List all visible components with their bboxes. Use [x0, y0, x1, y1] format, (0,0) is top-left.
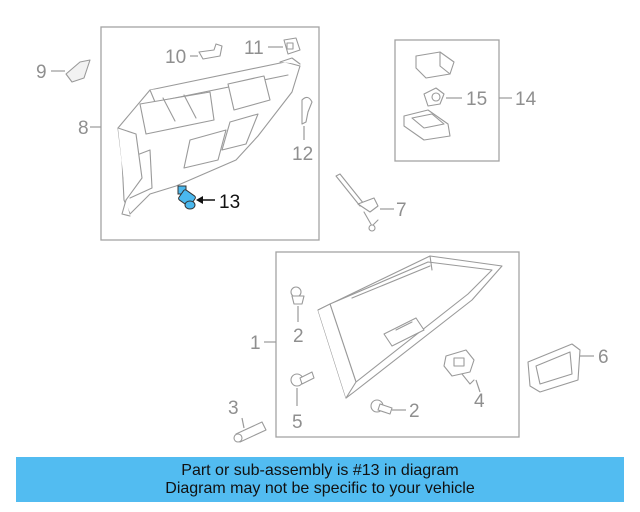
- part-6-tray: [527, 343, 594, 393]
- callout-1: 1: [250, 333, 261, 354]
- callout-8: 8: [78, 118, 89, 139]
- callout-6: 6: [598, 347, 609, 368]
- part-10-bracket: [190, 43, 223, 60]
- info-banner: Part or sub-assembly is #13 in diagram D…: [16, 457, 624, 502]
- glove-compartment-housing: [117, 57, 301, 217]
- part-9-clip: [51, 59, 91, 83]
- parts-diagram: 9 8 10 11 12 13 7 15 14 1 2 5 2 4 3 6: [36, 26, 609, 443]
- part-7-damper: [335, 173, 394, 232]
- part-15-bulb: [423, 87, 462, 107]
- part-13-highlighted: [177, 185, 215, 210]
- callout-12: 12: [292, 144, 313, 165]
- callout-3: 3: [228, 398, 239, 419]
- part-11-latch: [268, 37, 301, 55]
- part-12-hook: [301, 96, 313, 140]
- callout-4: 4: [474, 391, 485, 412]
- assembly-box-1: [275, 251, 520, 438]
- callout-9: 9: [36, 62, 47, 83]
- glove-box-door: [317, 255, 503, 399]
- part-3-pin: [233, 417, 267, 443]
- callout-14: 14: [515, 89, 537, 110]
- callout-13: 13: [219, 192, 240, 213]
- callout-5: 5: [292, 412, 303, 433]
- assembly-box-14: [394, 39, 500, 162]
- banner-line-1: Part or sub-assembly is #13 in diagram: [181, 461, 459, 479]
- callout-2-lower: 2: [409, 401, 420, 422]
- callout-11: 11: [244, 38, 264, 59]
- assembly-box-8: [100, 26, 320, 241]
- part-2-bumper-upper: [290, 286, 305, 322]
- part-2-bumper-lower: [370, 399, 406, 415]
- callout-7: 7: [396, 200, 407, 221]
- part-5-bumper: [290, 371, 315, 406]
- banner-line-2: Diagram may not be specific to your vehi…: [165, 479, 475, 497]
- callout-10: 10: [165, 47, 186, 68]
- part-14-lamp: [403, 51, 512, 141]
- part-4-latch: [443, 349, 481, 393]
- callout-2-upper: 2: [293, 326, 304, 347]
- callout-15: 15: [466, 89, 487, 110]
